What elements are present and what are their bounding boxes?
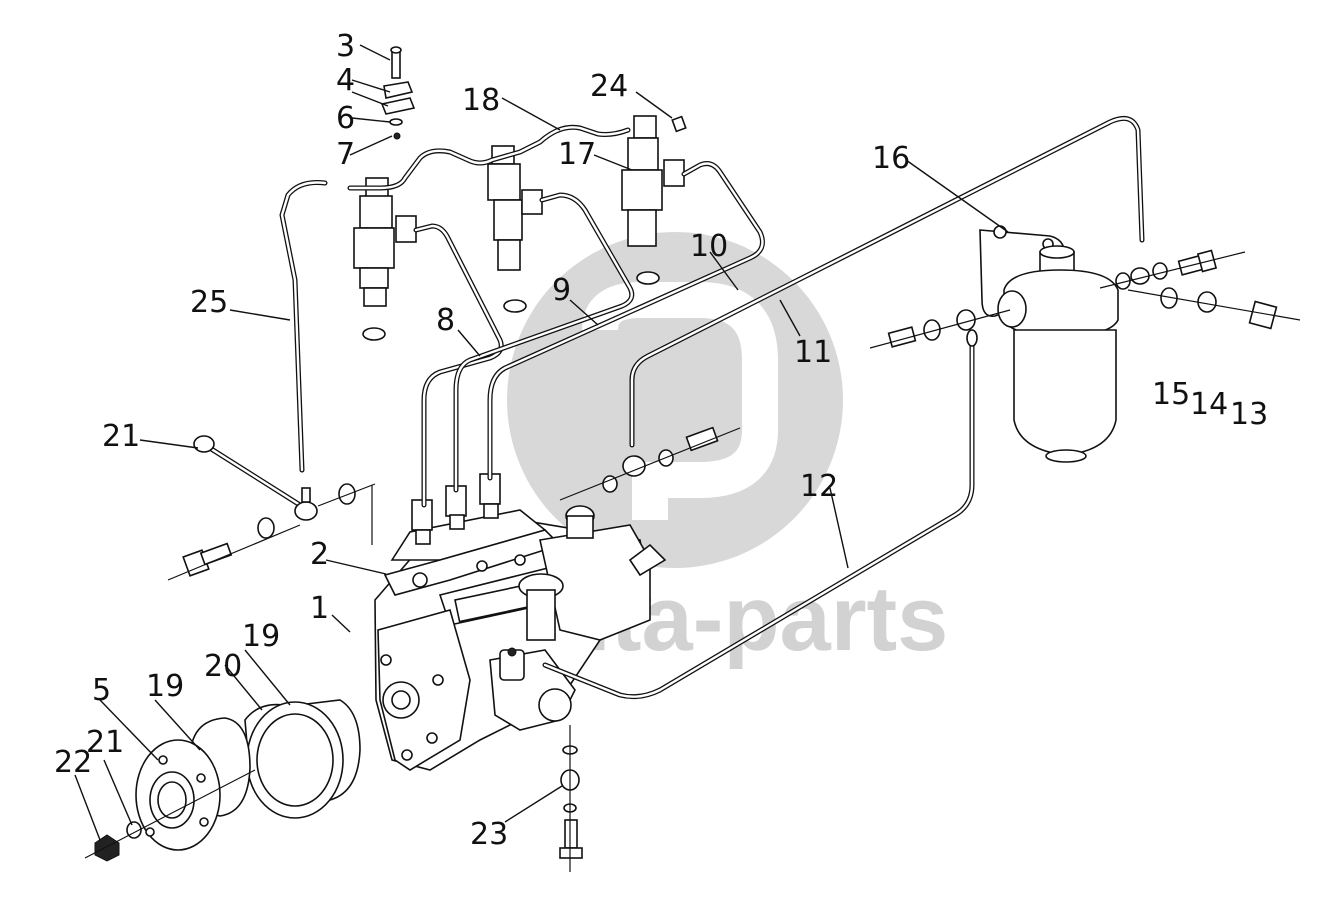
injector-1	[353, 177, 417, 341]
callout-24: 23	[470, 817, 508, 852]
callout-23: 22	[54, 745, 92, 780]
injector-3	[621, 115, 685, 285]
injectors	[353, 115, 687, 341]
return-pipe	[629, 115, 1145, 448]
callout-18: 18	[462, 83, 500, 118]
callout-17: 17	[558, 137, 596, 172]
high-pressure-pipes	[413, 161, 765, 508]
callout-14: 14	[1190, 387, 1228, 422]
callout-25: 24	[590, 69, 628, 104]
callout-9: 9	[552, 273, 571, 308]
callout-19-right: 19	[242, 619, 280, 654]
drive-hub	[84, 699, 361, 862]
filter-fittings	[869, 249, 1301, 349]
callout-7: 7	[336, 137, 355, 172]
callout-15: 15	[1152, 377, 1190, 412]
pipe-21	[167, 435, 376, 581]
callout-16: 16	[872, 141, 910, 176]
callout-19-left: 19	[146, 669, 184, 704]
clamp-hardware	[380, 46, 416, 140]
callout-13: 13	[1230, 397, 1268, 432]
supply-pipe	[542, 337, 975, 700]
callout-8: 8	[436, 303, 455, 338]
part-25-pin	[671, 115, 687, 133]
callout-12: 12	[800, 469, 838, 504]
callout-10: 10	[690, 229, 728, 264]
leak-off-pipe	[347, 124, 631, 191]
pipe-26	[279, 180, 328, 473]
callout-3: 3	[336, 29, 355, 64]
callout-26: 25	[190, 285, 228, 320]
callout-5: 5	[92, 673, 111, 708]
callout-20: 20	[204, 649, 242, 684]
callout-21: 21	[102, 419, 140, 454]
injector-2	[487, 145, 543, 313]
callout-2: 2	[310, 537, 329, 572]
fuel-filter	[979, 225, 1119, 463]
callout-4: 4	[336, 63, 355, 98]
callouts: 3 4 6 7 18 24 17 16 25 8 9 10 11 12 15 1…	[54, 29, 1268, 852]
watermark-logo-mark	[582, 282, 778, 520]
callout-1: 1	[310, 591, 329, 626]
injection-pump	[374, 473, 667, 771]
callout-6: 6	[336, 101, 355, 136]
return-banjo	[559, 426, 741, 501]
leader-lines	[74, 44, 1009, 841]
banjo-bolt-24	[559, 725, 583, 872]
callout-22: 21	[86, 725, 124, 760]
callout-11: 11	[794, 335, 832, 370]
